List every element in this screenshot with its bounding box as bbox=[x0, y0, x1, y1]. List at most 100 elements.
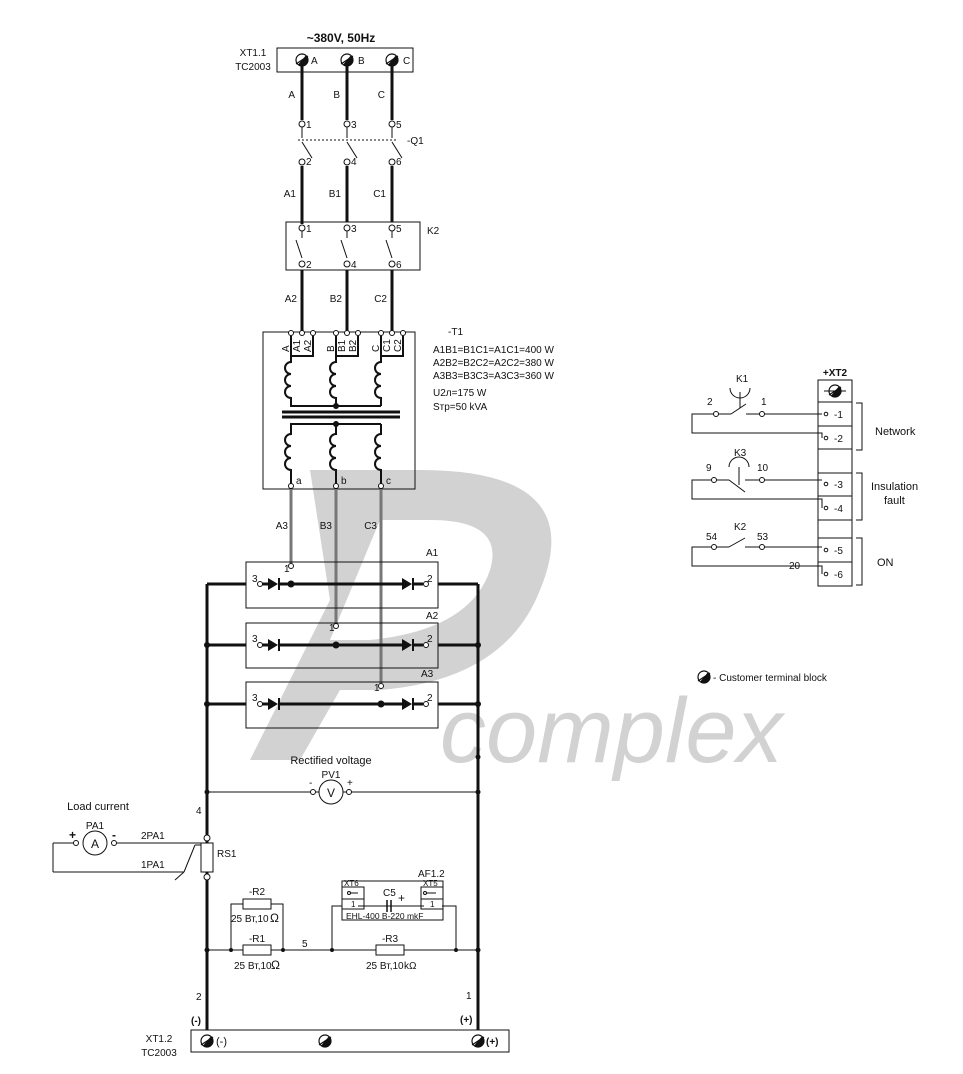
k2-pin-53: 53 bbox=[757, 532, 769, 543]
group-on: ON bbox=[877, 557, 894, 569]
supply-phase-b: B bbox=[358, 56, 365, 67]
rectifier-module-a3 bbox=[245, 681, 439, 729]
wire-label-b: B bbox=[333, 90, 340, 101]
k2-pin-4: 4 bbox=[351, 260, 357, 271]
tap-label: B1 bbox=[337, 339, 348, 352]
tap-label: C bbox=[371, 345, 382, 352]
rectifier-module-a1 bbox=[245, 561, 439, 609]
output-minus: (-) bbox=[216, 1036, 227, 1048]
wire-label-b3: B3 bbox=[320, 521, 333, 532]
shunt-name: RS1 bbox=[217, 849, 237, 860]
xt6-pin-box bbox=[341, 898, 365, 910]
tap-label: A bbox=[281, 345, 292, 352]
t1-spec-3: A3B3=B3C3=A3C3=360 W bbox=[433, 371, 554, 382]
ammeter-name: PA1 bbox=[86, 821, 105, 832]
shunt-terminal bbox=[203, 834, 211, 842]
xt2-group-brackets bbox=[856, 402, 863, 586]
group-insulation: Insulation bbox=[871, 481, 918, 493]
voltmeter-letter: V bbox=[327, 786, 335, 800]
dc-bus bbox=[205, 582, 480, 1040]
ammeter-symbol bbox=[82, 830, 108, 856]
q1-pin-2: 2 bbox=[306, 157, 312, 168]
ammeter-caption: Load current bbox=[67, 801, 129, 813]
wire-label-a2: A2 bbox=[285, 294, 298, 305]
secondary-terminal bbox=[378, 483, 384, 489]
transformer-tap-labels: A A1 A2 B B1 B2 C C1 C2 bbox=[281, 339, 404, 352]
r2-rating: 25 Вт,10 bbox=[231, 914, 269, 925]
wire-pos-label: 1 bbox=[466, 991, 472, 1002]
q1-pin-3: 3 bbox=[351, 120, 357, 131]
xt2-name: +XT2 bbox=[823, 368, 848, 379]
capacitor-plus: + bbox=[398, 891, 405, 905]
t1-spec-1: A1B1=B1C1=A1C1=400 W bbox=[433, 345, 554, 356]
r3-rating: 25 Вт,10 bbox=[366, 961, 404, 972]
capacitor-block: AF1.2 bbox=[418, 869, 445, 880]
resistor-r1 bbox=[242, 944, 272, 956]
k2-name: K2 bbox=[427, 226, 440, 237]
q1-pin-4: 4 bbox=[351, 157, 357, 168]
xt2-pin-2: -2 bbox=[834, 434, 843, 445]
output-terminal-block bbox=[190, 1029, 510, 1053]
shunt-node-4: 4 bbox=[196, 806, 202, 817]
ammeter-letter: A bbox=[91, 837, 99, 851]
wire-label-a: A bbox=[288, 90, 295, 101]
k1-pin-2: 2 bbox=[707, 397, 713, 408]
bus-junctions bbox=[204, 642, 481, 795]
wire-label-c2: C2 bbox=[374, 294, 387, 305]
r1-rating: 25 Вт,10 bbox=[234, 961, 272, 972]
supply-phase-a: A bbox=[311, 56, 318, 67]
ammeter-wiring bbox=[52, 842, 204, 881]
k1-name: K1 bbox=[736, 374, 749, 385]
k2-control-name: K2 bbox=[734, 522, 747, 533]
wire-label-c1: C1 bbox=[373, 189, 386, 200]
a3-pin-top: 1 bbox=[374, 683, 380, 694]
xt2-terminal-block bbox=[817, 379, 853, 587]
xt6-pin: 1 bbox=[351, 900, 356, 909]
transformer-primary-windings bbox=[282, 336, 404, 484]
q1-name: -Q1 bbox=[407, 136, 424, 147]
a1-pin-top: 1 bbox=[284, 564, 290, 575]
t1-spec-5: Sтр=50 kVA bbox=[433, 402, 487, 413]
capacitor-name: C5 bbox=[383, 888, 396, 899]
a2-pin-right: 2 bbox=[427, 634, 433, 645]
supply-title: ~380V, 50Hz bbox=[307, 31, 376, 45]
transformer-taps bbox=[288, 330, 406, 336]
t1-spec-2: A2B2=B2C2=A2C2=380 W bbox=[433, 358, 554, 369]
supply-block-type: TC2003 bbox=[235, 62, 271, 73]
wire-label-a3: A3 bbox=[276, 521, 289, 532]
wire-1pa1: 1PA1 bbox=[141, 860, 165, 871]
contactor-k2 bbox=[285, 221, 421, 271]
legend-text: - Customer terminal block bbox=[713, 673, 828, 684]
xt5-pin-box bbox=[420, 898, 444, 910]
shunt-rs1 bbox=[200, 842, 214, 873]
capacitor-spec: EHL-400 В-220 mkF bbox=[346, 911, 423, 921]
t1-spec-4: U2л=175 W bbox=[433, 388, 487, 399]
wire-neg-label: 2 bbox=[196, 992, 202, 1003]
xt2-pin-6: -6 bbox=[834, 570, 843, 581]
a1-pin-right: 2 bbox=[427, 574, 433, 585]
capacitor-c5 bbox=[347, 891, 436, 912]
tap-label: C1 bbox=[382, 339, 393, 352]
contact-k2-control bbox=[691, 537, 823, 574]
tap-label: A1 bbox=[292, 339, 303, 352]
ammeter-plus: + bbox=[69, 828, 76, 842]
r2-unit: Ω bbox=[270, 911, 279, 925]
k3-name: K3 bbox=[734, 448, 747, 459]
xt5-label: XT5 bbox=[423, 879, 438, 888]
tap-label: B2 bbox=[348, 339, 359, 352]
junction-dot bbox=[333, 421, 339, 427]
output-block-name: XT1.2 bbox=[146, 1034, 173, 1045]
k2-pin-2: 2 bbox=[306, 260, 312, 271]
a3-pin-right: 2 bbox=[427, 693, 433, 704]
r3-unit: kΩ bbox=[404, 961, 417, 972]
a2-pin-left: 3 bbox=[252, 634, 258, 645]
wire-2pa1: 2PA1 bbox=[141, 831, 165, 842]
contact-k1 bbox=[691, 387, 823, 438]
wire-label-c3: C3 bbox=[364, 521, 377, 532]
a1-pin-left: 3 bbox=[252, 574, 258, 585]
network-junctions bbox=[204, 947, 481, 953]
r1-name: -R1 bbox=[249, 934, 266, 945]
voltmeter-terminal bbox=[346, 789, 352, 795]
voltmeter-name: PV1 bbox=[322, 770, 341, 781]
resistor-r2 bbox=[242, 898, 272, 910]
